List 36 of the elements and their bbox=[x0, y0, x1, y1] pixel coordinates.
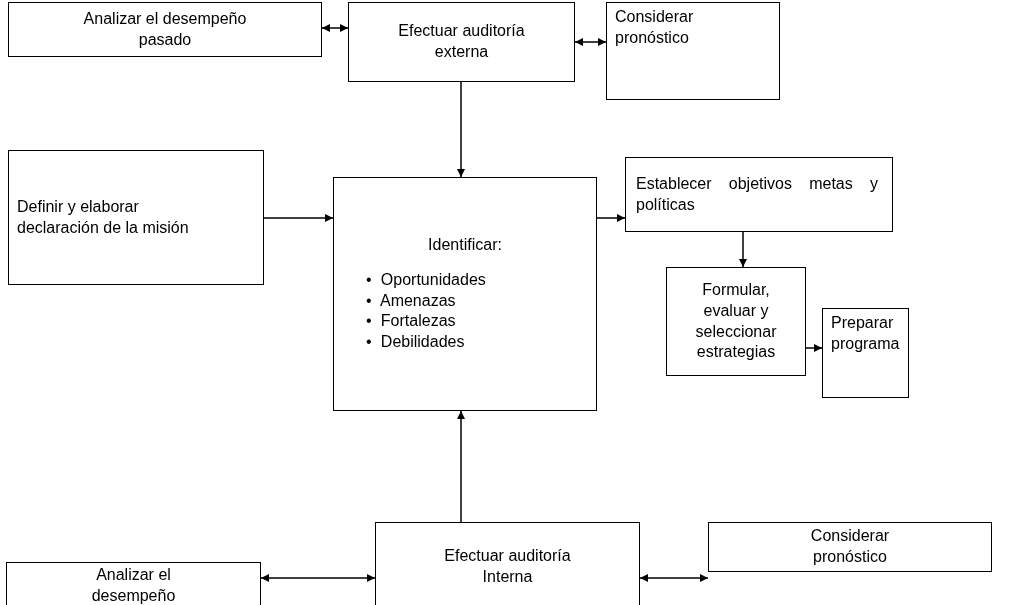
process-box bbox=[375, 522, 640, 605]
process-box bbox=[708, 522, 992, 572]
arrow bbox=[263, 214, 334, 222]
arrow bbox=[457, 410, 465, 523]
arrow bbox=[639, 574, 709, 582]
node-heading: Identificar: bbox=[427, 235, 503, 255]
node-label: Establecer objetivos metas y políticas bbox=[636, 173, 878, 215]
node-label: Efectuar auditoría externa bbox=[397, 21, 526, 62]
node-label: Considerar pronóstico bbox=[615, 7, 695, 48]
list-item: • Oportunidades bbox=[366, 269, 487, 290]
process-box bbox=[6, 562, 261, 605]
node-label: Efectuar auditoría Interna bbox=[443, 546, 572, 587]
process-box bbox=[333, 177, 597, 411]
node-label: Formular, evaluar y seleccionar estrategias bbox=[694, 279, 778, 363]
process-box bbox=[348, 2, 575, 82]
arrow bbox=[574, 38, 607, 46]
arrow bbox=[596, 214, 626, 222]
process-box bbox=[625, 157, 893, 232]
list-item: • Amenazas bbox=[366, 290, 457, 311]
process-box bbox=[8, 2, 322, 57]
process-box bbox=[822, 308, 909, 398]
list-item: • Debilidades bbox=[366, 332, 466, 353]
node-label: Preparar programa bbox=[831, 313, 900, 354]
node-label: Definir y elaborar declaración de la misión bbox=[17, 196, 190, 238]
arrow bbox=[260, 574, 376, 582]
list-item: • Fortalezas bbox=[366, 311, 457, 332]
arrow bbox=[739, 231, 747, 268]
node-label: Considerar pronóstico bbox=[809, 526, 891, 567]
process-box bbox=[8, 150, 264, 285]
arrow bbox=[805, 344, 823, 352]
arrow bbox=[457, 81, 465, 178]
process-box bbox=[606, 2, 780, 100]
process-box bbox=[666, 267, 806, 376]
node-label: Analizar el desempeño pasado bbox=[82, 8, 248, 50]
node-label: Analizar el desempeño bbox=[90, 565, 177, 605]
arrow bbox=[321, 24, 349, 32]
